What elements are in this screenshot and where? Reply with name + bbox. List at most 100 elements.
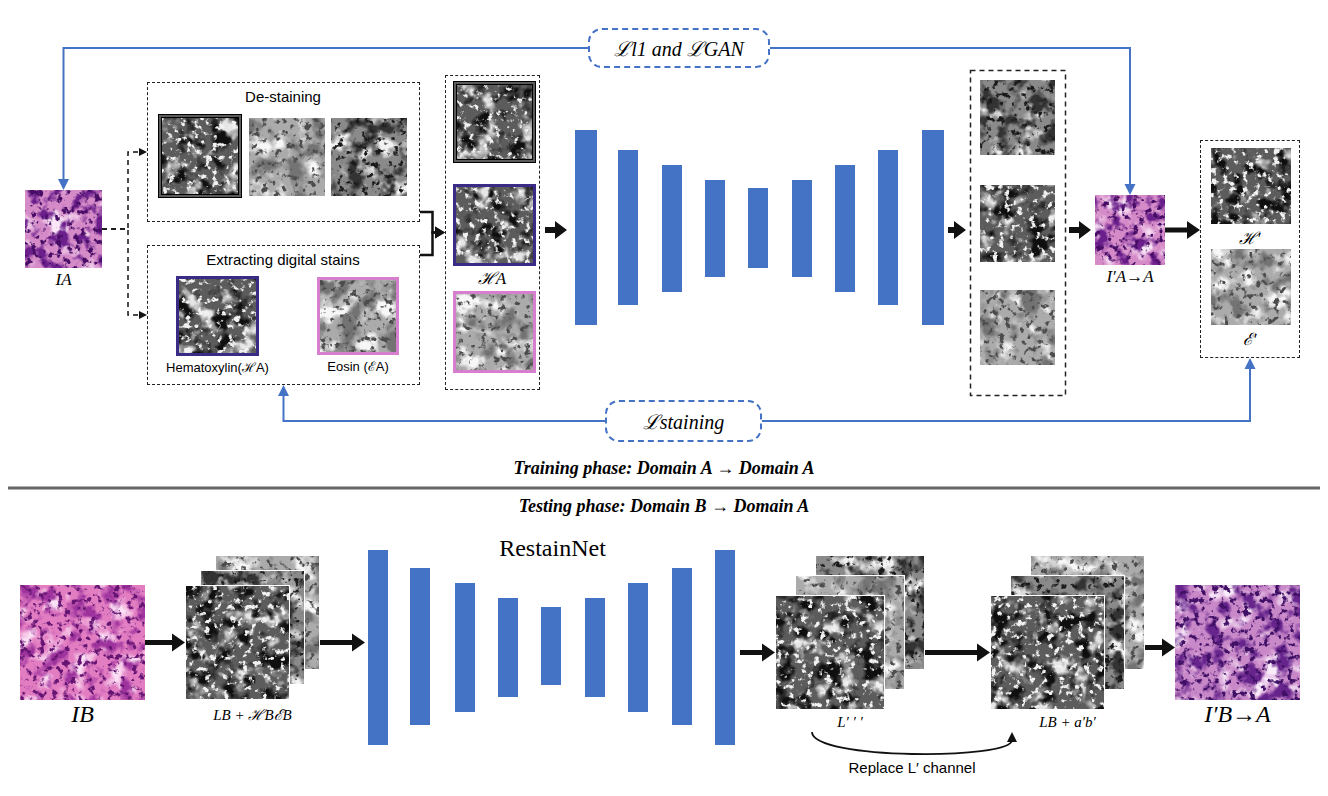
tissue-image [980,80,1055,155]
tissue-image [980,290,1055,365]
tissue-image [176,276,259,356]
stain-label: ℋA [478,266,506,289]
stain-label: ℰ′ [1243,327,1257,350]
image-node: Hematoxylin(ℋA) [164,276,271,377]
tissue-image [453,291,536,373]
texture-layer [249,118,325,196]
unet-bar [410,568,430,725]
phase-title: Testing phase: Domain B → Domain A [519,496,810,517]
tissue-texture [991,596,1104,709]
tissue-texture [1211,249,1291,325]
texture-layer [179,279,256,353]
connector-line [284,394,606,421]
unet-bar [835,165,855,292]
image-node: I′B→A [1175,585,1300,729]
texture-layer [179,279,256,353]
tissue-image [453,81,536,163]
texture-layer [1211,249,1291,325]
connector [1165,221,1200,239]
texture-layer [179,279,256,353]
unet-bar [748,188,768,268]
texture-layer [456,187,533,263]
unet-bar [628,583,648,712]
texture-layer [991,596,1104,709]
image-node: IA [25,190,102,291]
unet-bar [541,607,561,685]
texture-layer [162,118,238,194]
unet-bar [715,550,735,745]
arrow-head [139,311,147,319]
connector-line [1145,645,1165,650]
tissue-texture [249,118,325,196]
connector-line [320,640,355,645]
tissue-image [331,118,407,196]
texture-layer [249,118,325,196]
loss-label: ℒl1 and ℒGAN [614,35,744,62]
connector-line [770,48,1130,186]
tissue-image [453,184,536,266]
image-node: Eosin (ℰA) [317,277,399,376]
connector [770,48,1136,195]
texture-layer [1211,249,1291,325]
texture-layer [457,85,532,159]
tissue-image [25,190,102,268]
tissue-image [20,585,145,700]
texture-layer [980,290,1055,365]
texture-layer [331,118,407,196]
tissue-texture [776,596,884,709]
image-label: I′B→A [1204,701,1271,728]
texture-layer [980,185,1055,262]
texture-layer [1211,148,1291,224]
tissue-texture [162,118,238,194]
channel-stack: L′ ′ ′ [775,555,925,732]
unet-bar [585,598,605,697]
tissue-image [158,114,242,198]
connector [102,229,147,319]
texture-layer [1175,585,1300,700]
image-node: I′A→A [1095,195,1165,288]
group-title: De-staining [245,88,321,105]
unet-bar [878,150,898,305]
connector-line [420,212,437,233]
texture-layer [980,185,1055,262]
edge-label: Replace L′ channel [845,759,978,776]
texture-layer [456,294,533,370]
connector-line [102,152,141,229]
texture-layer [331,118,407,196]
connector-line [102,229,141,315]
unet-bar [455,583,475,712]
texture-layer [186,586,289,699]
output-group-box [971,71,1066,396]
texture-layer [456,294,533,370]
connector [320,634,365,652]
texture-layer [162,118,238,194]
texture-layer [320,280,396,352]
texture-layer [980,290,1055,365]
texture-layer [1175,585,1300,700]
connector-line [740,650,765,655]
tissue-texture [457,85,532,159]
connector-line [420,233,437,256]
tissue-image [775,595,885,710]
texture-layer [20,585,145,700]
unet-bar [662,165,682,292]
image-label: I′A→A [1106,267,1153,287]
unet-bar [575,130,597,325]
unet-bar [618,150,638,305]
network-name: RestainNet [499,535,606,562]
flow-arrow [1069,221,1091,239]
texture-layer [980,80,1055,155]
tissue-image [980,185,1055,262]
stain-label: ℋ′ [1239,226,1261,249]
image-label: IB [71,701,94,728]
group-box: Extracting digital stainsHematoxylin(ℋA)… [147,245,420,385]
texture-layer [456,294,533,370]
stack-label: LB + a′b′ [1039,714,1096,731]
texture-layer [456,187,533,263]
texture-layer [1095,195,1165,265]
connector [812,732,1017,754]
tissue-image [317,277,399,355]
texture-layer [331,118,407,196]
texture-layer [1095,195,1165,265]
arrow-head [139,148,147,156]
